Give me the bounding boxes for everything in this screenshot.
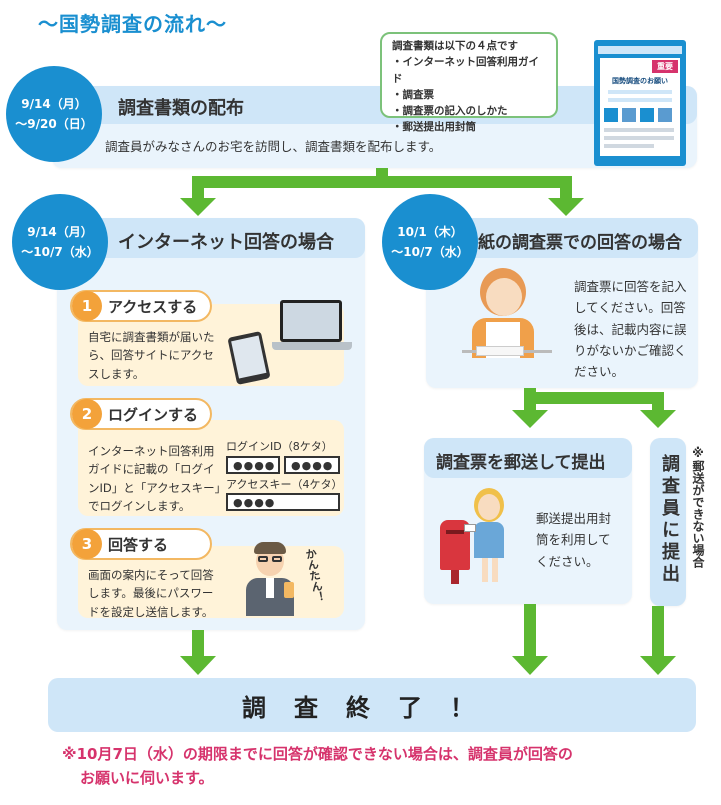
- surveyor-label: 調査員に提出: [659, 454, 680, 586]
- documents-callout: 調査書類は以下の４点です ・インターネット回答利用ガイド ・調査票 ・調査票の記…: [380, 32, 558, 133]
- date-start: 10/1（木）: [397, 224, 463, 239]
- step-1-text: 自宅に調査書類が届いた ら、回答サイトにアクセ スします。: [88, 330, 215, 381]
- distribution-text: 調査員がみなさんのお宅を訪問し、調査書類を配布します。: [105, 139, 442, 154]
- mail-heading: 調査票を郵送して提出: [436, 453, 606, 473]
- mail-text: 郵送提出用封 筒を利用して ください。: [536, 511, 612, 569]
- distribution-date-badge: 9/14（月） 〜9/20（日）: [6, 66, 102, 162]
- callout-item: ・郵送提出用封筒: [392, 121, 476, 134]
- date-start: 9/14（月）: [21, 96, 87, 111]
- paper-heading: 紙の調査票での回答の場合: [478, 233, 682, 253]
- access-key-box: ●●●●: [226, 493, 340, 511]
- man-with-phone-icon: [240, 542, 300, 616]
- date-end: 〜10/7（水）: [391, 245, 469, 259]
- step-3-number: 3: [72, 529, 102, 559]
- internet-date-badge: 9/14（月） 〜10/7（水）: [12, 194, 108, 290]
- woman-with-envelope-icon: [464, 488, 510, 584]
- distribution-header: [52, 86, 697, 124]
- step-3-text: 画面の案内にそって回答 します。最後にパスワー ドを設定し送信します。: [88, 568, 214, 619]
- booklet-top-label: 重要: [652, 60, 678, 73]
- callout-item: ・インターネット回答利用ガイド: [392, 56, 539, 85]
- step-2-text: インターネット回答利用 ガイドに記載の「ログイ ンID」と「アクセスキー」 でロ…: [88, 444, 227, 514]
- surveyor-panel: [650, 438, 686, 606]
- booklet-icon: 重要 国勢調査のお願い: [594, 40, 686, 166]
- callout-item: ・調査票: [392, 88, 434, 101]
- paper-date-badge: 10/1（木） 〜10/7（水）: [382, 194, 478, 290]
- callout-heading: 調査書類は以下の４点です: [392, 40, 518, 52]
- callout-item: ・調査票の記入のしかた: [392, 105, 508, 118]
- login-id-label: ログインID（8ケタ）: [226, 440, 333, 453]
- login-id-box-1: ●●●●: [226, 456, 280, 474]
- paper-text: 調査票に回答を記入 してください。回答 後は、記載内容に誤 りがないかご確認く …: [574, 279, 687, 379]
- woman-writing-icon: [462, 266, 552, 376]
- page-title: 〜国勢調査の流れ〜: [38, 12, 227, 36]
- internet-heading: インターネット回答の場合: [118, 232, 334, 253]
- date-end: 〜10/7（水）: [21, 245, 99, 259]
- internet-header: [57, 218, 365, 258]
- laptop-icon: [272, 300, 352, 350]
- distribution-heading: 調査書類の配布: [118, 98, 244, 119]
- access-key-label: アクセスキー（4ケタ）: [226, 478, 343, 491]
- mail-header: [424, 438, 632, 478]
- surveyor-side-note: ※郵送ができない場合: [691, 446, 705, 568]
- deadline-footnote: ※10月7日（水）の期限までに回答が確認できない場合は、調査員が回答の お願いに…: [62, 745, 573, 787]
- date-start: 9/14（月）: [27, 224, 93, 239]
- survey-end-banner: 調査終了！: [48, 678, 696, 732]
- date-end: 〜9/20（日）: [15, 117, 93, 131]
- step-1-number: 1: [72, 291, 102, 321]
- step-2-number: 2: [72, 399, 102, 429]
- booklet-title: 国勢調査のお願い: [612, 77, 668, 85]
- login-id-box-2: ●●●●: [284, 456, 340, 474]
